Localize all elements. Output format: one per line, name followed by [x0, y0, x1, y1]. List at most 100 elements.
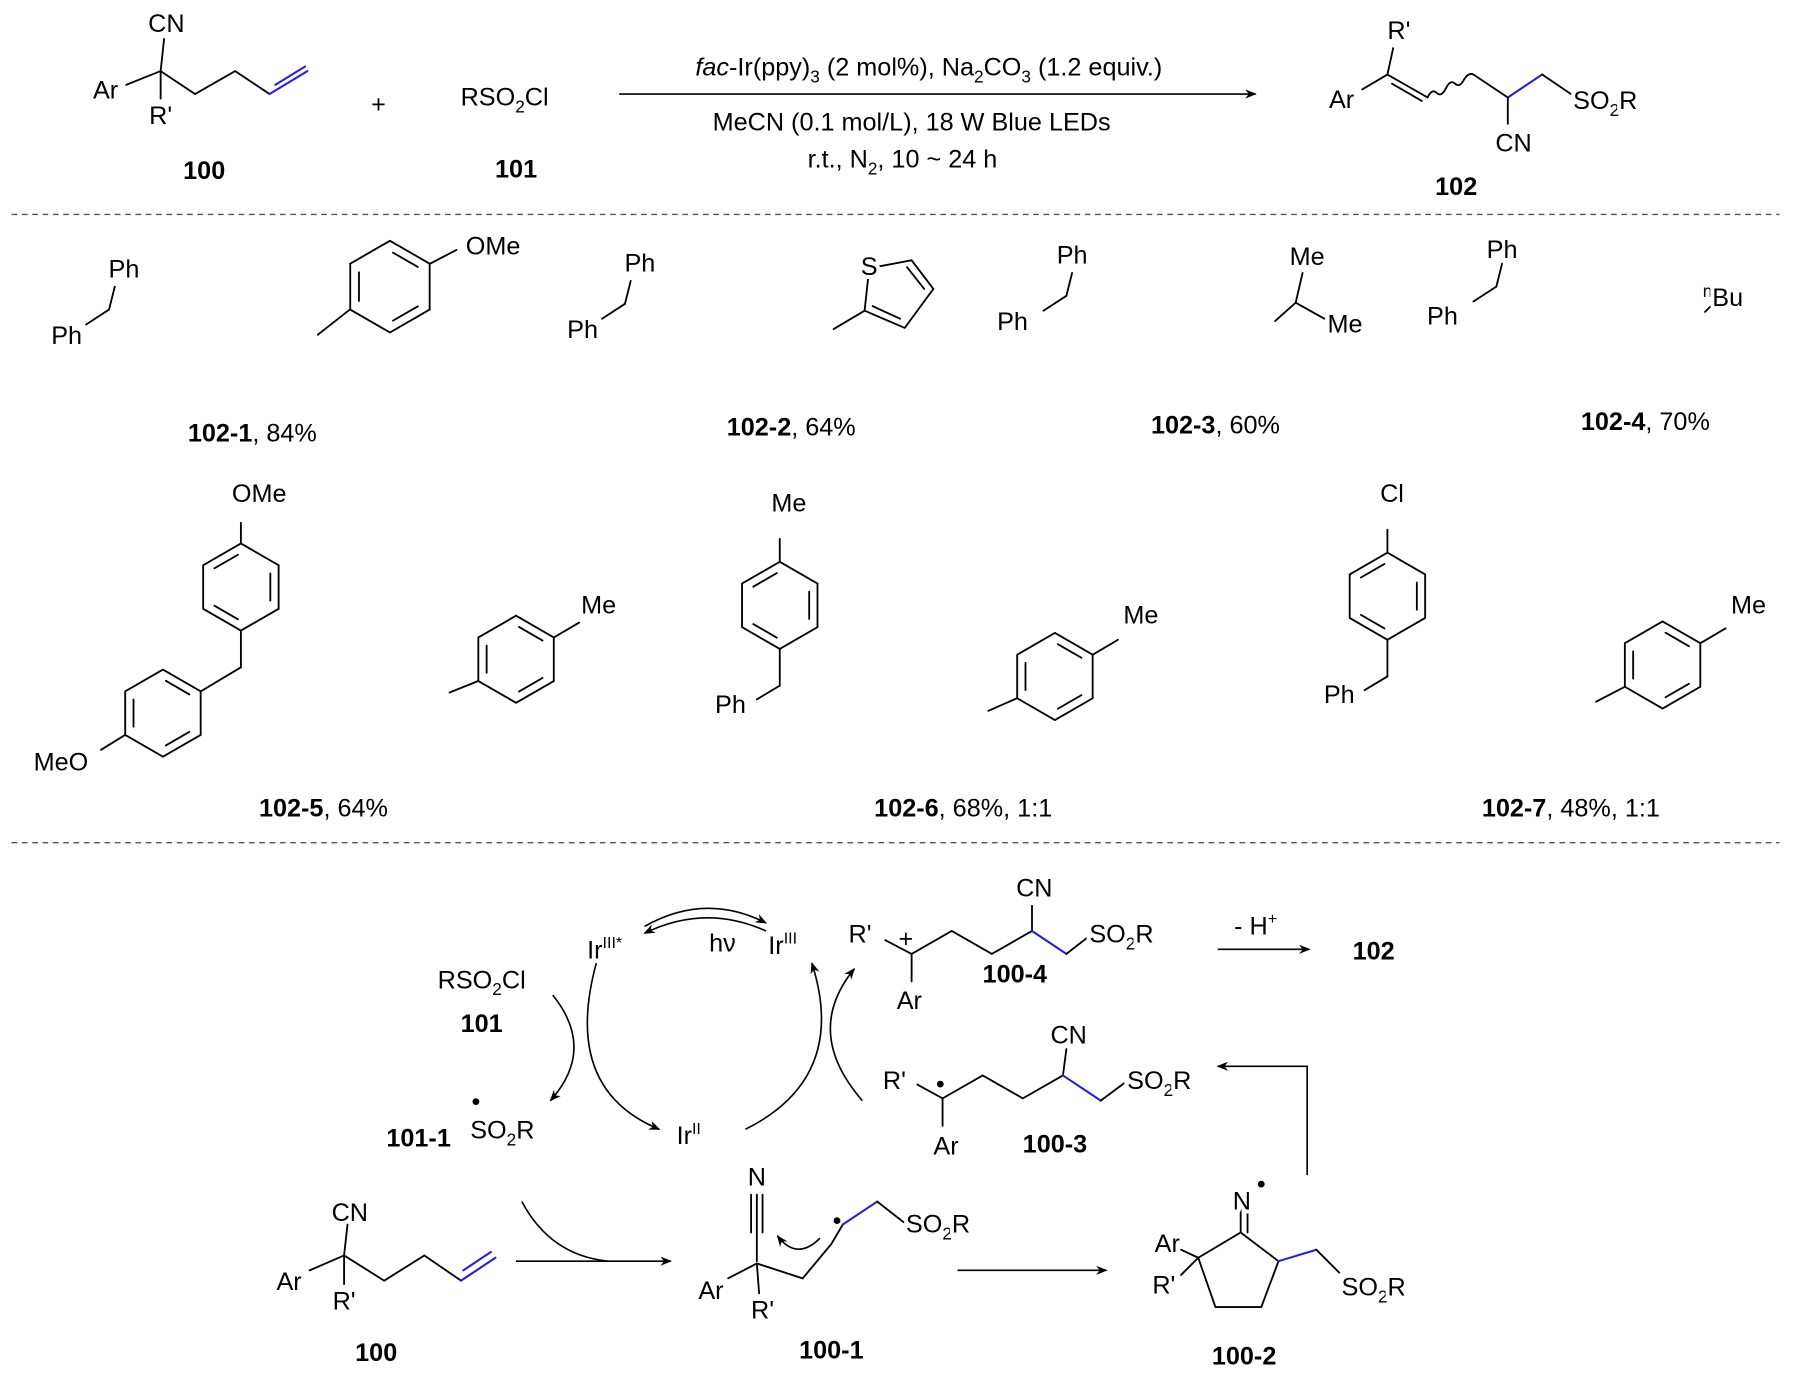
phenyl-label: Ph — [567, 316, 598, 344]
product-102-4: CN S O O Ph Ph nBu 102-4, 70% — [1423, 232, 1747, 436]
sulfonyl-label: SO2R — [906, 1211, 970, 1244]
methyl-label: Me — [1731, 591, 1766, 619]
intermediate-100-4: R' + Ar CN SO2R 100-4 — [844, 871, 1157, 1019]
product-102-2: CN S O O Ph Ph S 102-2, 64% — [563, 246, 935, 442]
sulfonyl-label: SO2R — [1127, 1067, 1191, 1100]
sulfonyl-radical-label: SO2R — [470, 1116, 534, 1149]
product-caption: 102-5, 64% — [259, 794, 388, 822]
imine-nitrogen-label: N — [1233, 1188, 1251, 1216]
phenyl-label: Ph — [624, 250, 655, 278]
aryl-label: Ar — [276, 1268, 301, 1296]
product-caption: 102-1, 84% — [188, 419, 317, 447]
compound-label-101: 101 — [495, 156, 537, 184]
product-102-1: CN S O O Ph Ph OMe 102-1, 84% — [47, 229, 524, 448]
product-caption: 102-6, 68%, 1:1 — [874, 794, 1052, 822]
conditions-line-3: r.t., N2, 10 ~ 24 h — [808, 145, 998, 178]
compound-label-100: 100 — [355, 1339, 397, 1367]
phenyl-label: Ph — [109, 255, 140, 283]
rprime-label: R' — [333, 1287, 356, 1315]
sulfonyl-label: SO2R — [1342, 1274, 1406, 1307]
compound-label-100: 100 — [183, 157, 225, 185]
conditions-line-2: MeCN (0.1 mol/L), 18 W Blue LEDs — [713, 109, 1111, 137]
product-caption: 102-7, 48%, 1:1 — [1482, 794, 1660, 822]
iridium-iii-label: IrIII — [768, 930, 797, 960]
benzene-ring — [1348, 551, 1427, 641]
product-caption: 102-4, 70% — [1581, 408, 1710, 436]
benzene-ring — [1016, 631, 1094, 722]
compound-label-101-1: 101-1 — [386, 1125, 451, 1153]
sulfonyl-label: SO2R — [1089, 920, 1153, 953]
methyl-label: Me — [581, 591, 616, 619]
product-102-5: CN S O O OMe MeO Me 102-5, 64% — [30, 476, 621, 822]
benzene-ring — [1623, 620, 1702, 710]
aryl-label: Ar — [933, 1133, 958, 1161]
radical-dot: • — [936, 1071, 945, 1099]
iridium-ii-label: IrII — [677, 1120, 701, 1150]
mechanism: IrIII* hν IrIII RSO2Cl 101 IrII 101-1 SO… — [272, 871, 1409, 1371]
plus-sign: + — [371, 90, 386, 118]
nitrile-label: CN — [1050, 1021, 1086, 1049]
benzene-ring — [124, 668, 202, 758]
methyl-label: Me — [771, 489, 806, 517]
nitrile-label: CN — [1016, 875, 1052, 903]
deprotonation-label: - H+ — [1234, 910, 1277, 940]
phenyl-label: Ph — [1057, 242, 1088, 270]
methyl-label: Me — [1327, 310, 1362, 338]
rprime-label: R' — [751, 1297, 774, 1325]
phenyl-label: Ph — [51, 322, 82, 350]
product-102-7: CN S O O Cl Ph Me 102-7, 48%, 1:1 — [1320, 476, 1770, 822]
product-102-6: CN S O O Me Ph Me 102-6, 68%, 1:1 — [711, 485, 1162, 822]
phenyl-label: Ph — [1487, 236, 1518, 264]
phenyl-label: Ph — [997, 308, 1028, 336]
intermediate-100-3: R' • Ar CN SO2R 100-3 — [879, 1017, 1196, 1164]
aryl-label: Ar — [93, 77, 118, 105]
thiophene-ring: S — [857, 249, 935, 330]
phenyl-label: Ph — [1427, 302, 1458, 330]
rprime-label: R' — [1387, 17, 1410, 45]
product-caption: 102-3, 60% — [1151, 411, 1280, 439]
rprime-label: R' — [883, 1067, 906, 1095]
nitrile-label: CN — [1495, 129, 1531, 157]
methoxy-label: OMe — [466, 233, 521, 261]
methyl-label: Me — [1123, 602, 1158, 630]
aryl-label: Ar — [1155, 1230, 1180, 1258]
intermediate-100-1: N Ar R' • SO2R 100-1 — [694, 1159, 974, 1365]
rprime-label: R' — [1152, 1271, 1175, 1299]
thiophene-sulfur-label: S — [861, 253, 878, 281]
methyl-label: Me — [1290, 243, 1325, 271]
compound-label-100-1: 100-1 — [799, 1337, 864, 1365]
sulfonyl-label: SO2R — [1573, 87, 1637, 120]
product-caption: 102-2, 64% — [727, 414, 856, 442]
light-label: hν — [709, 930, 736, 958]
iridium-excited-label: IrIII* — [587, 934, 622, 964]
radical-dot: • — [833, 1207, 842, 1235]
starting-material-100: CN Ar R' 100 — [272, 1195, 497, 1367]
chloro-label: Cl — [1380, 480, 1404, 508]
rso2cl-formula: RSO2Cl — [461, 83, 549, 116]
phenyl-label: Ph — [715, 691, 746, 719]
starting-material-100: CN Ar R' 100 — [89, 6, 309, 185]
rprime-label: R' — [149, 102, 172, 130]
benzene-ring — [741, 560, 819, 650]
reaction-arrow-conditions: fac-Ir(ppy)3 (2 mol%), Na2CO3 (1.2 equiv… — [619, 54, 1257, 178]
methoxy-label: MeO — [34, 748, 89, 776]
phenyl-label: Ph — [1324, 681, 1355, 709]
nitrile-label: CN — [332, 1199, 368, 1227]
benzene-ring — [202, 542, 280, 632]
product-102-3: CN S O O Ph Ph Me Me 102-3, 60% — [993, 238, 1366, 440]
sulfonyl-chloride-101: RSO2Cl 101 — [461, 83, 549, 183]
rprime-label: R' — [849, 920, 872, 948]
aryl-label: Ar — [897, 987, 922, 1015]
benzene-ring — [477, 614, 555, 704]
compound-label-100-2: 100-2 — [1212, 1342, 1277, 1370]
aryl-label: Ar — [1329, 86, 1354, 114]
radical-dot: • — [1257, 1170, 1266, 1198]
conditions-line-1: fac-Ir(ppy)3 (2 mol%), Na2CO3 (1.2 equiv… — [695, 54, 1162, 87]
cation-charge: + — [899, 925, 914, 953]
compound-label-101: 101 — [461, 1010, 503, 1038]
nitrile-label: CN — [148, 10, 184, 38]
benzene-ring — [349, 239, 431, 334]
aryl-label: Ar — [698, 1277, 723, 1305]
rso2cl-formula: RSO2Cl — [438, 966, 526, 999]
